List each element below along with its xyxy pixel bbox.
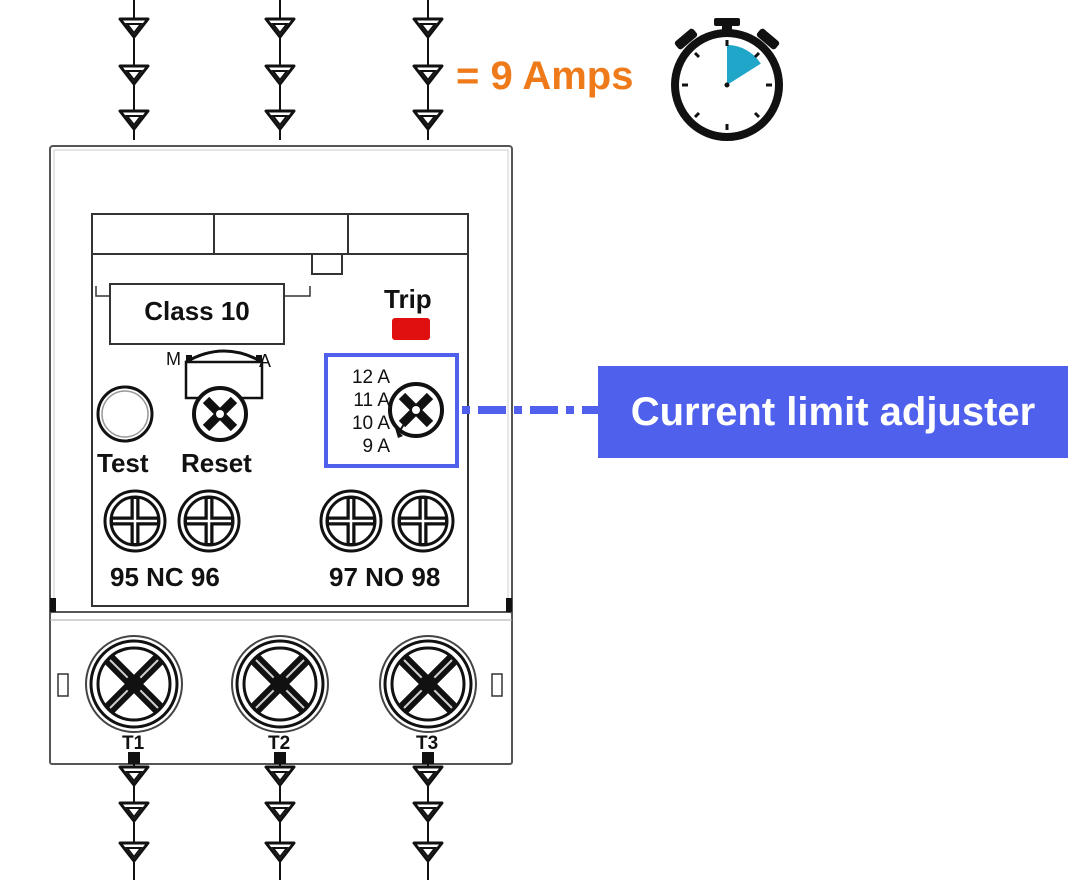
stopwatch-icon (671, 18, 783, 141)
no-contact-label: 97 NO 98 (329, 562, 441, 592)
trip-label: Trip (384, 284, 432, 314)
adjuster-scale: 12 A 11 A 10 A 9 A (332, 366, 390, 458)
current-limit-adjuster-dial[interactable] (390, 384, 442, 438)
current-limit-adjuster-callout: Current limit adjuster (598, 366, 1068, 458)
scale-mark-9a: 9 A (362, 436, 390, 457)
output-wires (118, 752, 444, 880)
test-label: Test (97, 448, 149, 478)
nc-contact-label: 95 NC 96 (110, 562, 220, 592)
trip-indicator (392, 318, 430, 340)
scale-mark-11a: 11 A (353, 390, 390, 411)
adjuster-highlight-box (324, 353, 459, 468)
reset-label: Reset (181, 448, 252, 478)
terminal-screw-t1[interactable] (86, 636, 182, 732)
terminal-label-t1: T1 (122, 733, 145, 754)
current-value-label: = 9 Amps (456, 54, 634, 98)
input-wires (118, 0, 444, 140)
test-button[interactable] (96, 385, 154, 443)
mode-auto-label: A (259, 351, 272, 371)
terminal-screw-t3[interactable] (380, 636, 476, 732)
mode-manual-label: M (166, 349, 181, 369)
scale-mark-12a: 12 A (351, 367, 390, 388)
scale-mark-10a: 10 A (351, 413, 390, 434)
reset-button[interactable] (194, 388, 246, 440)
relay-body (49, 145, 513, 765)
terminal-label-t2: T2 (268, 733, 291, 754)
class-label: Class 10 (144, 296, 250, 326)
terminal-screw-t2[interactable] (232, 636, 328, 732)
terminal-label-t3: T3 (416, 733, 439, 754)
